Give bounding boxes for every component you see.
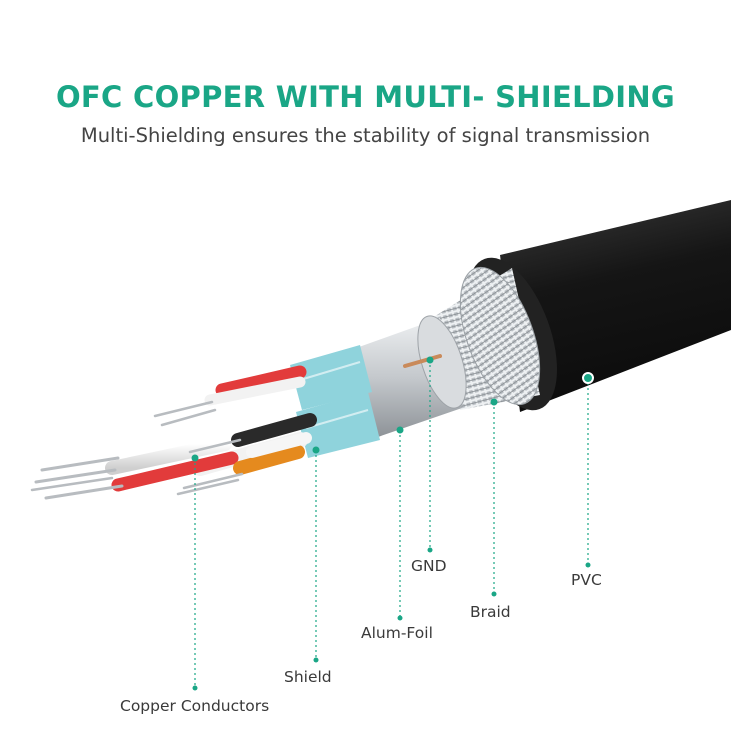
headline: OFC COPPER WITH MULTI- SHIELDING <box>55 80 675 114</box>
label-alum-foil: Alum-Foil <box>361 624 433 642</box>
label-braid: Braid <box>470 603 511 621</box>
insulated-wires <box>105 365 317 492</box>
callout-lines <box>194 360 589 688</box>
label-pvc: PVC <box>571 571 602 589</box>
gnd-wire <box>403 354 442 368</box>
copper-strands <box>30 400 244 500</box>
subheadline: Multi-Shielding ensures the stability of… <box>80 124 651 147</box>
label-copper-conductors: Copper Conductors <box>120 697 270 715</box>
inner-shields <box>290 345 380 458</box>
label-gnd: GND <box>411 557 447 575</box>
alum-foil-layer <box>345 315 467 438</box>
callout-dots <box>191 356 594 691</box>
label-shield: Shield <box>284 668 332 686</box>
